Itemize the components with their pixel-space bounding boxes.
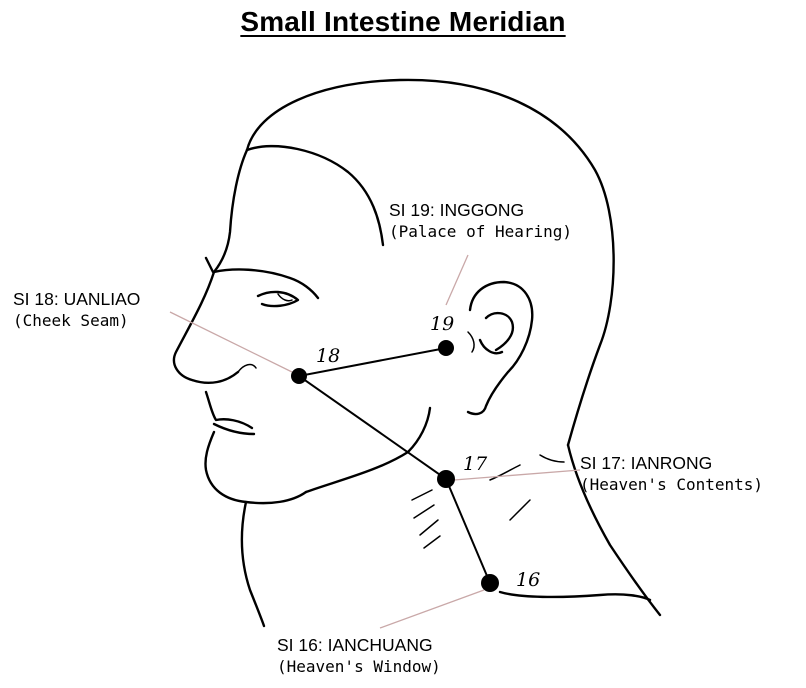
label-si17-name: SI 17: IANRONG bbox=[580, 452, 763, 474]
label-si18-meaning: (Cheek Seam) bbox=[13, 310, 140, 332]
meridian-line bbox=[299, 348, 490, 583]
nose bbox=[174, 272, 238, 383]
label-si18: SI 18: UANLIAO (Cheek Seam) bbox=[13, 288, 140, 332]
label-si16: SI 16: IANCHUANG (Heaven's Window) bbox=[277, 634, 441, 678]
point-si17 bbox=[437, 470, 455, 488]
point-si16 bbox=[481, 574, 499, 592]
point-number-si19: 19 bbox=[430, 313, 454, 335]
forehead bbox=[214, 150, 247, 272]
mouth bbox=[206, 392, 252, 428]
point-si19 bbox=[438, 340, 454, 356]
leader-si16 bbox=[380, 590, 484, 628]
label-si18-name: SI 18: UANLIAO bbox=[13, 288, 140, 310]
head-outline bbox=[247, 80, 614, 445]
leader-si18 bbox=[170, 312, 292, 372]
shoulder bbox=[500, 592, 650, 600]
point-si18 bbox=[291, 368, 307, 384]
label-si19: SI 19: INGGONG (Palace of Hearing) bbox=[389, 199, 572, 243]
point-number-si18: 18 bbox=[316, 345, 340, 367]
label-si17-meaning: (Heaven's Contents) bbox=[580, 474, 763, 496]
chin bbox=[205, 432, 306, 503]
label-si17: SI 17: IANRONG (Heaven's Contents) bbox=[580, 452, 763, 496]
jaw bbox=[306, 408, 430, 492]
hairline bbox=[247, 146, 383, 245]
label-si16-meaning: (Heaven's Window) bbox=[277, 656, 441, 678]
point-number-si16: 16 bbox=[516, 569, 540, 591]
label-si19-meaning: (Palace of Hearing) bbox=[389, 221, 572, 243]
label-si19-name: SI 19: INGGONG bbox=[389, 199, 572, 221]
neck-front bbox=[242, 502, 264, 626]
label-si16-name: SI 16: IANCHUANG bbox=[277, 634, 441, 656]
leader-si19 bbox=[446, 255, 468, 305]
point-number-si17: 17 bbox=[463, 453, 488, 475]
